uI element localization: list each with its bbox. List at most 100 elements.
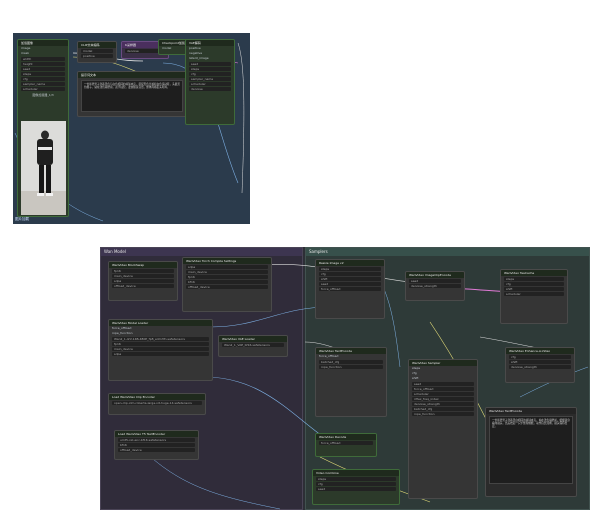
param-field[interactable]: cfg — [504, 282, 564, 286]
clip-text-node[interactable]: CLIP文本编码 model positive — [77, 41, 117, 63]
param-field[interactable]: seed — [409, 279, 461, 283]
node-title: Load WanVideo T5 TextEncoder — [115, 431, 198, 437]
scheduler-field[interactable]: scheduler — [21, 87, 65, 91]
param-field[interactable]: seed — [412, 382, 474, 386]
t5-loader-node[interactable]: Load WanVideo T5 TextEncoder umt5-xxl-en… — [114, 430, 199, 460]
block-swap-node[interactable]: WanVideo BlockSwap fp16 main_device sdpa… — [108, 261, 178, 301]
param-field[interactable]: denoise_strength — [409, 284, 461, 288]
prompt-textarea[interactable]: 一位年轻男子穿着黑白相间的棒球夹克，站在浅色墙壁前，缓缓转身看向镜头，然后抬起一… — [489, 416, 573, 484]
prompt-textarea[interactable]: 一位年轻男子穿着黑色与白色相间的棒球夹克，搭配黑色长裤和白色运动鞋，头戴黑色帽子… — [81, 80, 183, 112]
denoise-field[interactable]: denoise — [125, 49, 165, 53]
param-field[interactable]: offload_device — [186, 285, 268, 289]
group-title: Wan Model — [101, 248, 302, 256]
param-field[interactable]: denoise_strength — [509, 365, 571, 369]
param-field[interactable]: batched_cfg — [319, 360, 383, 364]
model-loader-node[interactable]: Checkpoint加载器 model — [158, 39, 193, 55]
param-field[interactable]: cfg — [316, 482, 396, 486]
param-field[interactable]: seed — [319, 282, 381, 286]
node-title: WanVideo ImageClipEncode — [406, 272, 464, 278]
vae-select[interactable]: Wan2_1_VAE_bf16.safetensors — [222, 343, 284, 347]
model-select[interactable]: Wan2_1-I2V-14B-480P_fp8_e4m3fn.safetenso… — [112, 337, 209, 341]
precision-select[interactable]: fp16 — [112, 342, 209, 346]
node-title: WanVideo TextEncode — [316, 348, 386, 354]
cfg-field[interactable]: cfg — [21, 77, 65, 81]
prompt-text-node[interactable]: WanVideo TextEncode 一位年轻男子穿着黑白相间的棒球夹克，站在… — [485, 407, 577, 497]
node-output-row: mask — [21, 51, 30, 55]
param-field[interactable]: rope_function — [319, 365, 383, 369]
denoise-field[interactable]: denoise — [189, 87, 231, 91]
video-model-loader-node[interactable]: WanVideo Model Loader force_offload rope… — [108, 319, 213, 381]
sampler-field[interactable]: sampler_name — [21, 82, 65, 86]
steps-field[interactable]: steps — [21, 72, 65, 76]
attention-select[interactable]: sdpa — [112, 352, 209, 356]
sampler-node[interactable]: K采样器 denoise — [121, 41, 169, 59]
clip-select[interactable]: open-clip-xlm-roberta-large-vit-huge-14.… — [112, 401, 202, 405]
param-field[interactable]: main_device — [186, 270, 268, 274]
seed-field[interactable]: seed — [21, 67, 65, 71]
vae-decode-node[interactable]: VAE解码 positive negative latent_image see… — [185, 39, 235, 125]
param-field[interactable]: sdpa — [112, 279, 174, 283]
node-title: 提示词文本 — [78, 72, 186, 78]
param-field[interactable]: batched_cfg — [412, 407, 474, 411]
group-title: Samplers — [306, 248, 589, 256]
node-title: WanVideo TeaCache — [501, 270, 567, 276]
torch-compile-node[interactable]: WanVideo Torch Compile Settings sdpa mai… — [182, 257, 272, 312]
cfg-field[interactable]: cfg — [189, 72, 231, 76]
width-field[interactable]: width — [21, 57, 65, 61]
group-label: 图片加载 — [15, 217, 29, 221]
param-field[interactable]: shift — [509, 360, 571, 364]
sampler-node[interactable]: WanVideo Sampler steps cfg shift seed fo… — [408, 359, 478, 499]
param-field[interactable]: offload_device — [112, 284, 174, 288]
param-field[interactable]: shift — [504, 287, 564, 291]
node-title: WanVideo Enhance-A-Video — [506, 348, 574, 354]
clip-field[interactable]: model — [81, 49, 113, 53]
param-field[interactable]: force_offload — [319, 441, 373, 445]
param-field[interactable]: force_offload — [412, 387, 474, 391]
clip-field[interactable]: positive — [81, 54, 113, 58]
teacache-node[interactable]: WanVideo TeaCache steps cfg shift schedu… — [500, 269, 568, 324]
param-field[interactable]: scheduler — [412, 392, 474, 396]
param-field[interactable]: cfg — [319, 272, 381, 276]
param-field[interactable]: steps — [504, 277, 564, 281]
sampler-field[interactable]: sampler_name — [189, 77, 231, 81]
param-field[interactable]: force_offload — [319, 287, 381, 291]
prompt-text-node[interactable]: 提示词文本 一位年轻男子穿着黑色与白色相间的棒球夹克，搭配黑色长裤和白色运动鞋，… — [77, 71, 187, 117]
node-title: WanVideo Sampler — [409, 360, 477, 366]
video-combine-node[interactable]: Video Combine steps cfg seed — [312, 469, 400, 505]
param-field[interactable]: shift — [319, 277, 381, 281]
height-field[interactable]: height — [21, 62, 65, 66]
param-field[interactable]: fp16 — [112, 269, 174, 273]
param-field[interactable]: main_device — [112, 274, 174, 278]
image-clip-encode-node[interactable]: WanVideo ImageClipEncode seed denoise_st… — [405, 271, 465, 301]
text-encode-node[interactable]: WanVideo TextEncode force_offload batche… — [315, 347, 387, 417]
input-row: latent_image — [189, 56, 209, 60]
param-field[interactable]: seed — [316, 487, 396, 491]
bottom-workflow-screenshot: Wan Model Samplers WanVideo BlockSwap fp… — [100, 247, 590, 510]
param-field[interactable]: steps — [319, 267, 381, 271]
scheduler-field[interactable]: scheduler — [189, 82, 231, 86]
clip-encoder-node[interactable]: Load WanVideo Clip Encoder open-clip-xlm… — [108, 393, 206, 415]
param-field[interactable]: sdpa — [186, 265, 268, 269]
device-select[interactable]: main_device — [112, 347, 209, 351]
vae-loader-node[interactable]: WanVideo VAE Loader Wan2_1_VAE_bf16.safe… — [218, 335, 288, 357]
device-select[interactable]: offload_device — [118, 448, 195, 452]
seed-field[interactable]: seed — [189, 62, 231, 66]
steps-field[interactable]: steps — [189, 67, 231, 71]
precision-select[interactable]: bf16 — [118, 443, 195, 447]
param-field[interactable]: bf16 — [186, 280, 268, 284]
node-title: WanVideo Model Loader — [109, 320, 212, 326]
t5-select[interactable]: umt5-xxl-enc-bf16.safetensors — [118, 438, 195, 442]
node-title: WanVideo VAE Loader — [219, 336, 287, 342]
param-field[interactable]: scheduler — [504, 292, 564, 296]
param-field[interactable]: cfg — [509, 355, 571, 359]
param-field[interactable]: fp16 — [186, 275, 268, 279]
node-title: WanVideo Torch Compile Settings — [183, 258, 271, 264]
decode-node[interactable]: WanVideo Decode force_offload — [315, 433, 377, 457]
resize-image-node[interactable]: Resize Image v2 steps cfg shift seed for… — [315, 259, 385, 319]
input-row: positive — [189, 46, 201, 50]
param-field[interactable]: riflex_freq_index — [412, 397, 474, 401]
param-field[interactable]: rope_function — [412, 412, 474, 416]
enhance-video-node[interactable]: WanVideo Enhance-A-Video cfg shift denoi… — [505, 347, 575, 383]
param-field[interactable]: steps — [316, 477, 396, 481]
param-field[interactable]: denoise_strength — [412, 402, 474, 406]
